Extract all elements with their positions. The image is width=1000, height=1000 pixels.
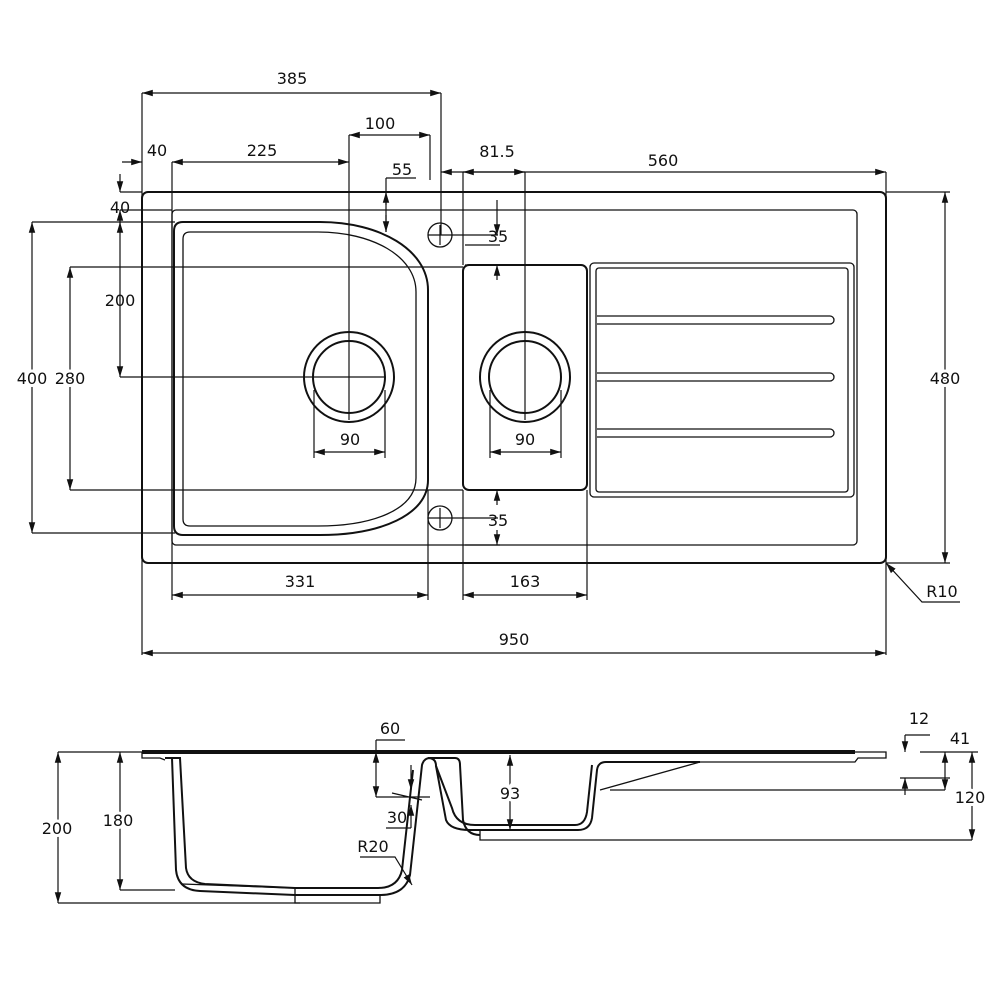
dim-400: 400: [17, 369, 48, 388]
large-bowl-section: [165, 757, 481, 896]
dim-41: 41: [950, 729, 970, 748]
dim-35-top: 35: [488, 227, 508, 246]
dim-81-5: 81.5: [479, 142, 515, 161]
small-bowl-section: [427, 757, 700, 831]
drainer: [589, 262, 855, 498]
dim-12: 12: [909, 709, 929, 728]
dim-90-left: 90: [340, 430, 360, 449]
small-bowl-section-inner: [435, 764, 593, 826]
drainer-groove: [597, 315, 835, 325]
drainer-groove: [597, 372, 835, 382]
dim-30: 30: [387, 808, 407, 827]
dim-200-side: 200: [42, 819, 73, 838]
dim-100: 100: [365, 114, 396, 133]
dim-r20: R20: [357, 837, 388, 856]
dim-200: 200: [105, 291, 136, 310]
large-bowl-section-inner: [172, 757, 414, 889]
drainer-inner: [595, 267, 849, 493]
dim-55: 55: [392, 160, 412, 179]
dim-120: 120: [955, 788, 986, 807]
dim-60: 60: [380, 719, 400, 738]
dim-180: 180: [103, 811, 134, 830]
dim-385: 385: [277, 69, 308, 88]
deck: [141, 751, 887, 763]
dim-93: 93: [500, 784, 520, 803]
dim-40-top: 40: [110, 198, 130, 217]
dim-35-bottom: 35: [488, 511, 508, 530]
dim-163: 163: [510, 572, 541, 591]
dim-950: 950: [499, 630, 530, 649]
plan-view: 385 100 40 225 55 40 81.5 560 35 200 400…: [14, 69, 963, 657]
dim-225: 225: [247, 141, 278, 160]
dim-280: 280: [55, 369, 86, 388]
dim-560: 560: [648, 151, 679, 170]
large-bowl-inner: [182, 231, 417, 527]
dim-40-left: 40: [147, 141, 167, 160]
drainer-groove: [597, 428, 835, 438]
side-view: 200 180 60 30 93 R20 12 41 120: [39, 709, 988, 904]
dim-90-right: 90: [515, 430, 535, 449]
large-bowl: [173, 221, 429, 536]
dim-r10: R10: [926, 582, 957, 601]
dim-331: 331: [285, 572, 316, 591]
dim-480: 480: [930, 369, 961, 388]
